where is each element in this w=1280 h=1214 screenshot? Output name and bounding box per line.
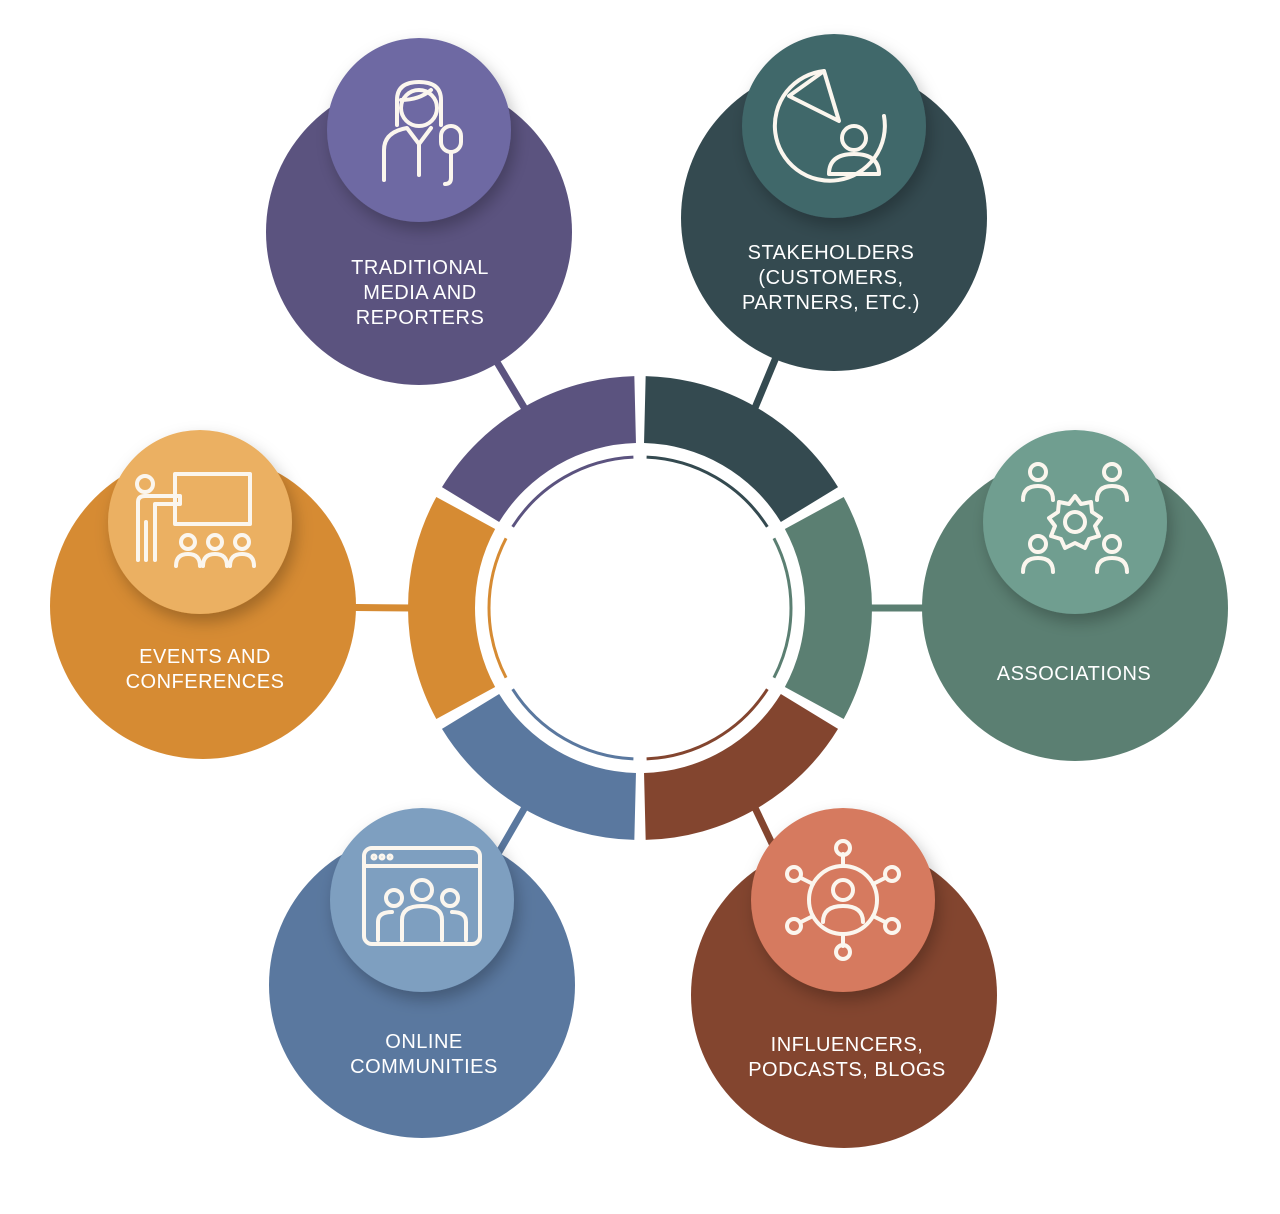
label-online-communities: ONLINE COMMUNITIES: [350, 1030, 498, 1080]
ring-segment-traditional-media: [441, 376, 636, 523]
node-influencers: [691, 808, 997, 1148]
node-online-communities: [269, 808, 575, 1138]
label-line: CONFERENCES: [125, 671, 285, 693]
inner-arc-stakeholders: [646, 455, 769, 528]
browser-group-icon: [362, 846, 482, 946]
center-circle: [494, 462, 786, 754]
label-line: COMMUNITIES: [350, 1056, 498, 1078]
network-person-icon: [785, 839, 901, 961]
node-traditional-media: [266, 38, 572, 385]
inner-arc-associations: [772, 537, 793, 679]
label-line: STAKEHOLDERS: [747, 242, 915, 264]
label-line: TRADITIONAL: [351, 257, 489, 279]
pie-chart-person-icon: [772, 69, 887, 183]
reporter-microphone-icon: [382, 80, 463, 186]
ring-segment-events: [408, 496, 496, 720]
ring-segment-influencers: [644, 693, 839, 840]
label-line: ASSOCIATIONS: [996, 663, 1152, 685]
node-events: [50, 430, 356, 759]
label-line: ONLINE: [385, 1031, 463, 1053]
icon-badge: [983, 430, 1167, 614]
icon-badge: [327, 38, 511, 222]
inner-arc-online-communities: [511, 688, 634, 761]
label-line: MEDIA AND: [363, 282, 477, 304]
icon-badge: [742, 34, 926, 218]
ring-segment-stakeholders: [644, 376, 839, 523]
label-line: EVENTS AND: [139, 646, 271, 668]
label-associations: ASSOCIATIONS: [997, 662, 1152, 687]
ring-segment-online-communities: [441, 693, 636, 840]
label-line: PARTNERS, ETC.): [742, 292, 920, 314]
label-line: REPORTERS: [355, 307, 485, 329]
inner-arc-events: [487, 537, 508, 679]
inner-arc-influencers: [646, 688, 769, 761]
node-associations: [922, 430, 1228, 761]
people-gear-icon: [1021, 462, 1129, 574]
inner-arc-traditional-media: [511, 455, 634, 528]
label-stakeholders: STAKEHOLDERS (CUSTOMERS, PARTNERS, ETC.): [742, 241, 920, 316]
node-stakeholders: [681, 34, 987, 371]
label-line: PODCASTS, BLOGS: [748, 1059, 946, 1081]
label-line: INFLUENCERS,: [770, 1034, 924, 1056]
label-traditional-media: TRADITIONAL MEDIA AND REPORTERS: [351, 256, 489, 331]
label-events: EVENTS AND CONFERENCES: [126, 645, 285, 695]
ring-segment-associations: [784, 496, 872, 720]
label-line: (CUSTOMERS,: [758, 267, 904, 289]
presentation-audience-icon: [135, 472, 256, 568]
label-influencers: INFLUENCERS, PODCASTS, BLOGS: [748, 1033, 946, 1083]
